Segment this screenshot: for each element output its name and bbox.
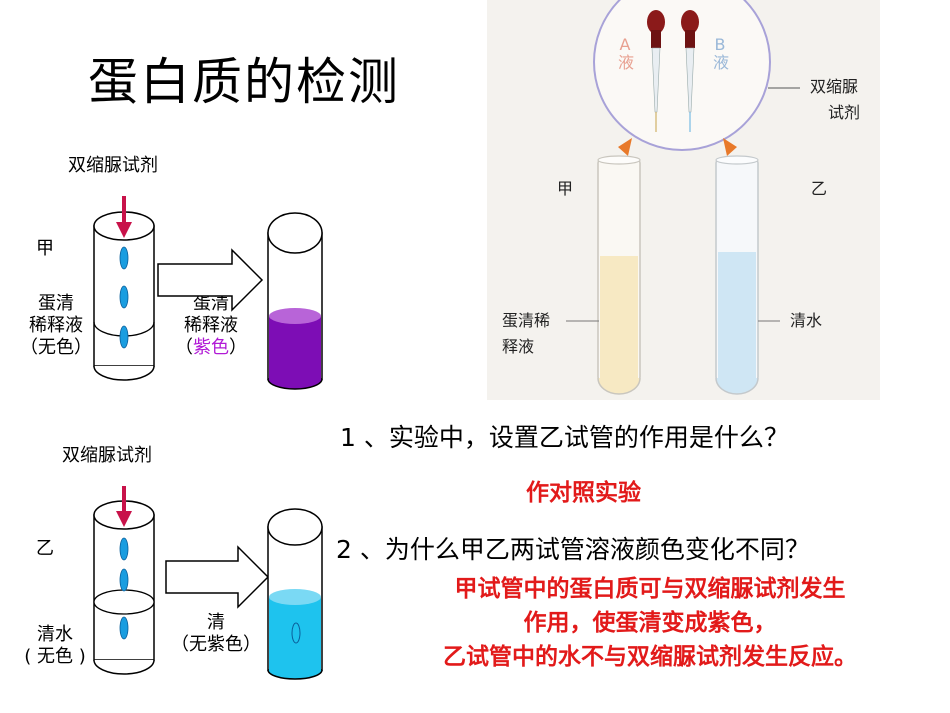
tube-name-yi: 乙	[36, 538, 54, 559]
drop-icon	[119, 246, 129, 270]
question-1: 1 、实验中，设置乙试管的作用是什么？	[340, 423, 789, 452]
answer-1: 作对照实验	[526, 480, 641, 506]
answer-2: 甲试管中的蛋白质可与双缩脲试剂发生 作用，使蛋清变成紫色， 乙试管中的水不与双缩…	[443, 576, 857, 670]
photo-tube-left	[597, 155, 641, 395]
pointer-right-icon	[723, 138, 737, 156]
photo-left-content-label: 蛋清稀 释液	[502, 311, 551, 356]
arrow-down-icon	[116, 511, 132, 527]
before-label-bottom: 清水 ( 无色 )	[24, 624, 86, 667]
drop-icon	[119, 568, 129, 592]
magnifier-circle	[593, 0, 771, 151]
tube-after-top	[267, 212, 323, 390]
drop-b-label: B液	[713, 35, 730, 72]
tube-name-jia: 甲	[36, 238, 54, 259]
tube-after-bottom	[267, 508, 323, 680]
drop-icon	[119, 616, 129, 640]
pointer-left-icon	[618, 138, 632, 156]
photo-tube-right	[715, 155, 759, 395]
photo-tube-right-label: 乙	[811, 179, 828, 198]
page-title: 蛋白质的检测	[88, 53, 400, 111]
drop-icon	[119, 537, 129, 561]
question-2: 2 、为什么甲乙两试管溶液颜色变化不同？	[336, 535, 810, 564]
drop-a-label: A液	[618, 35, 635, 72]
tube-before-top	[93, 196, 155, 381]
dropper-b-icon	[681, 10, 699, 132]
dropper-a-icon	[647, 10, 665, 132]
photo-reagent-label: 双缩脲 试剂	[810, 77, 861, 122]
drop-icon	[119, 285, 129, 309]
tube-before-bottom	[93, 486, 155, 675]
before-label-top: 蛋清 稀释液 （无色）	[20, 293, 92, 358]
reagent-label-top: 双缩脲试剂	[68, 155, 158, 176]
after-label-top: 蛋清 稀释液 （紫色）	[175, 293, 247, 358]
after-label-bottom: 清 （无紫色）	[171, 612, 261, 655]
photo-right-content-label: 清水	[790, 311, 823, 330]
arrow-down-icon	[116, 222, 132, 238]
drop-icon	[119, 325, 129, 349]
reagent-label-bottom: 双缩脲试剂	[62, 445, 152, 466]
purple-color-label: 紫色	[193, 337, 229, 358]
hollow-arrow-icon	[157, 248, 264, 312]
photo-tube-left-label: 甲	[557, 179, 574, 198]
hollow-arrow-icon	[165, 545, 270, 609]
